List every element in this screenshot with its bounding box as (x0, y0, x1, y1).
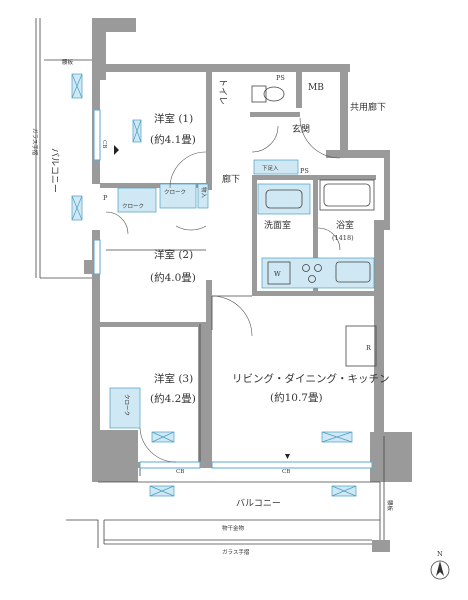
washbasin (257, 183, 311, 215)
ldk-size: (約10.7畳) (270, 391, 323, 404)
room1-name: 洋室 (1) (154, 112, 193, 125)
bathtub (319, 179, 375, 211)
corridor-label: 廊下 (222, 173, 240, 185)
south-glass-rail-label: ガラス手摺 (222, 548, 250, 556)
cb-label-1: CB (101, 140, 107, 148)
mb-label: MB (308, 83, 324, 93)
toilet-fixture (251, 85, 285, 103)
ps-label-2: PS (300, 167, 309, 175)
cb-label-3: CB (282, 469, 290, 475)
ps-label-1: PS (276, 74, 285, 82)
closets (109, 159, 299, 429)
entrance-label: 玄関 (292, 123, 310, 135)
west-balcony (35, 18, 101, 279)
south-balcony (66, 436, 390, 552)
west-balcony-label: バルコニー (49, 148, 60, 193)
bathroom-label: 浴室 (336, 219, 354, 231)
west-glass-rail-label: ガラス手摺 (31, 128, 39, 156)
fridge-label: R (366, 344, 372, 352)
south-balcony-label: バルコニー (236, 498, 281, 509)
washroom-label: 洗面室 (264, 219, 291, 231)
ac-units (132, 119, 353, 443)
toilet-label: トイレ (217, 78, 227, 105)
bathroom-size: (1418) (332, 234, 354, 242)
cb-label-2: CB (176, 469, 184, 475)
arrow-marker-1 (114, 145, 119, 155)
room2-size: (約4.0畳) (150, 271, 196, 284)
compass-icon (430, 560, 450, 580)
arrow-marker-2 (285, 454, 290, 459)
room3-window (139, 461, 201, 469)
room2-name: 洋室 (2) (154, 248, 193, 261)
fence-label-top: 腰板 (62, 58, 74, 66)
cloak-label-1: クローク (164, 189, 186, 196)
common-corridor-label: 共用廊下 (350, 101, 386, 113)
p-marker-label: P (103, 194, 108, 202)
storage-label: 物入 (200, 187, 208, 199)
shoe-box-label: 下足入 (262, 165, 279, 172)
walls (84, 18, 412, 482)
clothes-rail-label: 物干金物 (222, 524, 245, 532)
room3-name: 洋室 (3) (154, 372, 193, 385)
fence-label-right: 腰板 (386, 500, 394, 512)
wm-label: W (274, 270, 281, 278)
door-swings (105, 117, 341, 463)
room1-size: (約4.1畳) (150, 133, 196, 146)
compass-label: N (437, 550, 443, 558)
room3-size: (約4.2畳) (150, 392, 196, 405)
ldk-name: リビング・ダイニング・キッチン (232, 372, 390, 385)
cloak-label-3: クローク (123, 394, 130, 416)
cloak-label-2: クローク (122, 203, 144, 210)
kitchen-counter (261, 257, 377, 367)
ldk-window (211, 461, 373, 469)
